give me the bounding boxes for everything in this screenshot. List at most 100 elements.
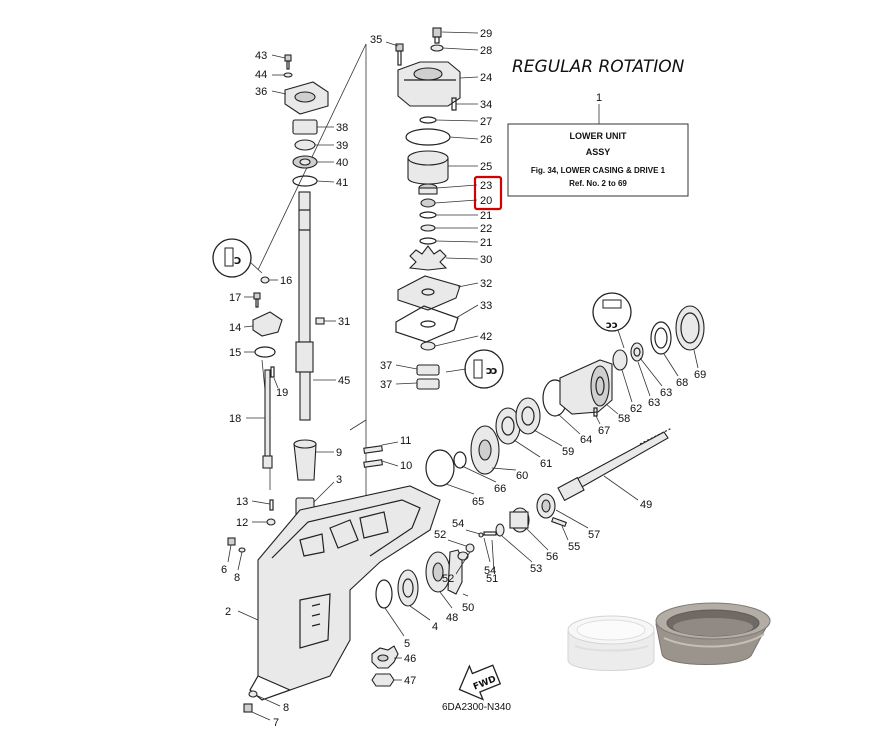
callout-11: 11 — [400, 435, 411, 447]
callout-22: 22 — [480, 223, 492, 235]
callout-66: 66 — [494, 483, 506, 495]
assembly-ref-number: 1 — [596, 92, 602, 104]
callout-37-upper: 37 — [380, 360, 392, 372]
callout-14: 14 — [229, 322, 241, 334]
callout-51: 51 — [486, 573, 498, 585]
callout-6: 6 — [221, 564, 227, 576]
callout-26: 26 — [480, 134, 492, 146]
callout-60: 60 — [516, 470, 528, 482]
assembly-line-1: LOWER UNIT — [570, 131, 627, 141]
propeller-shaft-parts — [465, 427, 673, 553]
callout-54-lower: 54 — [484, 565, 496, 577]
callout-47: 47 — [404, 675, 416, 687]
assembly-guide-lines — [257, 43, 367, 500]
callout-69: 69 — [694, 369, 706, 381]
callout-9: 9 — [336, 447, 342, 459]
replacement-parts-photo — [567, 602, 771, 671]
assembly-line-2: ASSY — [586, 147, 611, 157]
reverse-gear-side-parts — [375, 549, 469, 609]
rotation-heading: REGULAR ROTATION — [512, 57, 685, 77]
callout-20: 20 — [480, 195, 492, 207]
callout-38: 38 — [336, 122, 348, 134]
callout-61: 61 — [540, 458, 552, 470]
propeller-housing-parts — [425, 305, 705, 487]
callout-53: 53 — [530, 563, 542, 575]
callout-56: 56 — [546, 551, 558, 563]
callout-57: 57 — [588, 529, 600, 541]
svg-text:ɔ: ɔ — [486, 364, 493, 377]
drive-shaft-parts — [283, 54, 329, 519]
callout-36: 36 — [255, 86, 267, 98]
callout-65: 65 — [472, 496, 484, 508]
callout-52-upper: 52 — [434, 529, 446, 541]
callout-16: 16 — [280, 275, 292, 287]
callout-49: 49 — [640, 499, 652, 511]
assembly-line-3: Fig. 34, LOWER CASING & DRIVE 1 — [531, 166, 666, 175]
metal-sleeve-photo — [655, 602, 771, 665]
callout-21-upper: 21 — [480, 210, 492, 222]
callout-63-lower: 63 — [648, 397, 660, 409]
svg-text:Ɔ: Ɔ — [234, 256, 241, 267]
callout-32: 32 — [480, 278, 492, 290]
pinion-parts — [243, 645, 399, 713]
drawing-code: 6DA2300-N340 — [442, 702, 511, 713]
callout-19: 19 — [276, 387, 288, 399]
callout-30: 30 — [480, 254, 492, 266]
callout-27: 27 — [480, 116, 492, 128]
callout-68: 68 — [676, 377, 688, 389]
callout-4: 4 — [432, 621, 438, 633]
callout-15: 15 — [229, 347, 241, 359]
assembly-label-box: 1 LOWER UNIT ASSY Fig. 34, LOWER CASING … — [507, 92, 689, 197]
callout-3: 3 — [336, 474, 342, 486]
callout-43: 43 — [255, 50, 267, 62]
callout-67: 67 — [598, 425, 610, 437]
water-pump-parts — [395, 27, 461, 390]
callout-45: 45 — [338, 375, 350, 387]
callout-46: 46 — [404, 653, 416, 665]
callout-2: 2 — [225, 606, 231, 618]
callout-8-lower: 8 — [283, 702, 289, 714]
callout-35: 35 — [370, 34, 382, 46]
callout-44: 44 — [255, 69, 267, 81]
callout-33: 33 — [480, 300, 492, 312]
callout-58: 58 — [618, 413, 630, 425]
callout-12: 12 — [236, 517, 248, 529]
callout-52-lower: 52 — [442, 573, 454, 585]
white-bushing-photo — [567, 615, 655, 671]
callout-29: 29 — [480, 28, 492, 40]
callout-41: 41 — [336, 177, 348, 189]
callout-37-lower: 37 — [380, 379, 392, 391]
forward-direction-arrow: FWD — [458, 664, 502, 701]
lower-casing — [249, 485, 441, 701]
callout-59: 59 — [562, 446, 574, 458]
callout-50: 50 — [462, 602, 474, 614]
callout-63-upper: 63 — [660, 387, 672, 399]
callout-23: 23 — [480, 180, 492, 192]
callout-13: 13 — [236, 496, 248, 508]
shift-rod-parts: Ɔ — [212, 238, 283, 553]
callout-numbers: 29 28 24 34 27 26 25 23 20 21 22 21 30 3… — [221, 28, 706, 729]
callout-5: 5 — [404, 638, 410, 650]
callout-17: 17 — [229, 292, 241, 304]
callout-54-upper: 54 — [452, 518, 464, 530]
callout-31: 31 — [338, 316, 350, 328]
callout-34: 34 — [480, 99, 492, 111]
callout-28: 28 — [480, 45, 492, 57]
callout-39: 39 — [336, 140, 348, 152]
key-pins — [363, 445, 383, 468]
callout-10: 10 — [400, 460, 412, 472]
callout-24: 24 — [480, 72, 492, 84]
svg-text:ɔɔ: ɔɔ — [606, 320, 618, 331]
callout-8-upper: 8 — [234, 572, 240, 584]
callout-25: 25 — [480, 161, 492, 173]
svg-text:ɔ: ɔ — [491, 364, 498, 377]
highlight-frame — [473, 175, 503, 211]
callout-48: 48 — [446, 612, 458, 624]
callout-62: 62 — [630, 403, 642, 415]
callout-40: 40 — [336, 157, 348, 169]
callout-18: 18 — [229, 413, 241, 425]
bearing-orientation-icon: ɔ ɔ — [445, 349, 504, 389]
callout-21-lower: 21 — [480, 237, 492, 249]
callout-42: 42 — [480, 331, 492, 343]
